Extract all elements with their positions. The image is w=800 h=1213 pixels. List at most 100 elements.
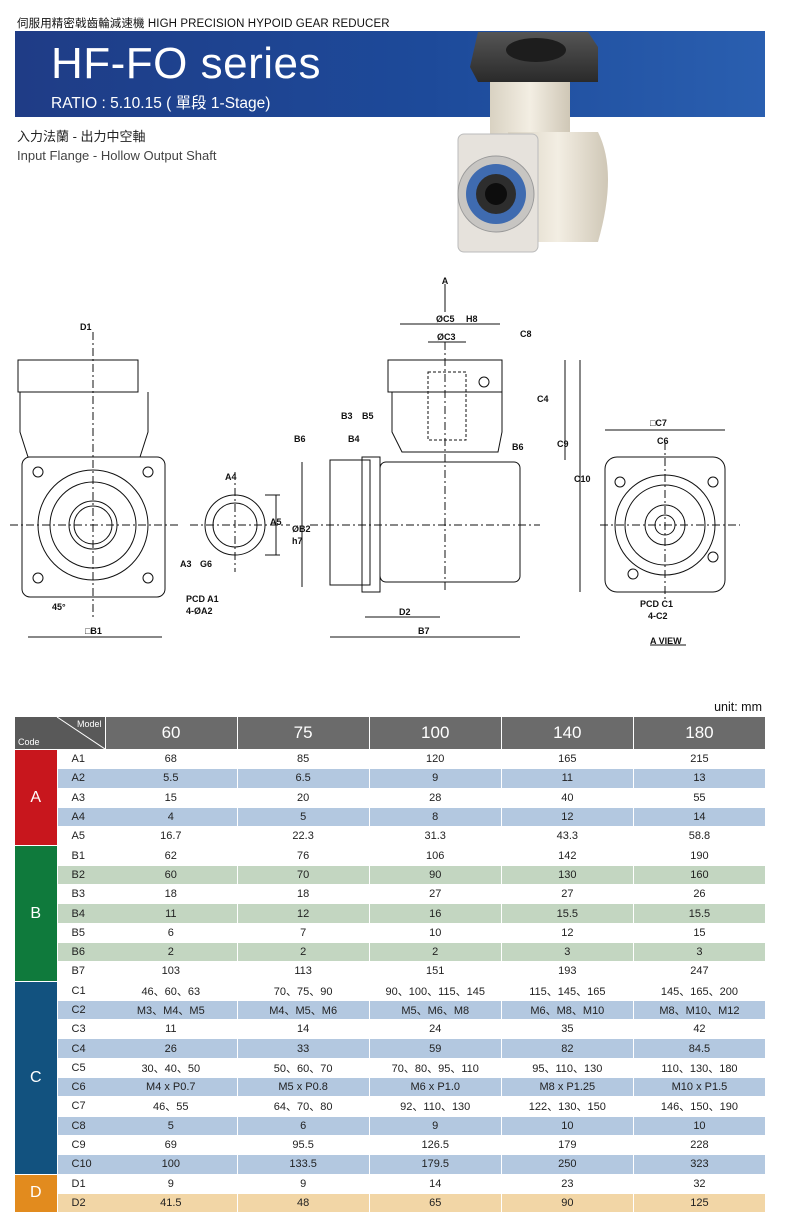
- table-cell: 11: [105, 903, 238, 924]
- table-cell: 18: [237, 884, 370, 905]
- table-cell: 26: [633, 884, 767, 905]
- table-cell: M10 x P1.5: [633, 1077, 767, 1098]
- group-label: D: [15, 1174, 58, 1213]
- table-cell: 90、100、115、145: [369, 981, 502, 1001]
- series-title: HF-FO series: [51, 39, 321, 88]
- table-cell: 46、55: [105, 1096, 238, 1117]
- table-cell: 55: [633, 788, 767, 808]
- table-header-row: Model Code 60 75 100 140 180: [15, 717, 767, 750]
- dim-a4: A4: [225, 472, 237, 482]
- table-cell: 10: [369, 923, 502, 943]
- table-cell: 5: [105, 1116, 238, 1136]
- table-cell: 247: [633, 961, 767, 982]
- row-code: B1: [57, 845, 105, 866]
- table-cell: 32: [633, 1174, 767, 1194]
- table-cell: 160: [633, 865, 767, 886]
- row-code: D1: [57, 1174, 105, 1194]
- table-cell: M6、M8、M10: [501, 1000, 634, 1021]
- row-code: C5: [57, 1058, 105, 1079]
- table-cell: 27: [501, 884, 634, 905]
- row-code: A1: [57, 749, 105, 770]
- dim-b2: ØB2: [292, 524, 311, 534]
- table-cell: M8、M10、M12: [633, 1000, 767, 1021]
- table-cell: 76: [237, 845, 370, 866]
- dim-a3: A3: [180, 559, 192, 569]
- table-cell: 133.5: [237, 1154, 370, 1175]
- row-code: C1: [57, 981, 105, 1001]
- dim-d1: D1: [80, 322, 92, 332]
- dim-pcd-c1: PCD C1: [640, 599, 673, 609]
- table-cell: 50、60、70: [237, 1058, 370, 1079]
- table-cell: 165: [501, 749, 634, 770]
- table-cell: 6.5: [237, 768, 370, 789]
- table-cell: 12: [501, 807, 634, 828]
- dim-pcd-a1: PCD A1: [186, 594, 219, 604]
- table-cell: 11: [105, 1019, 238, 1040]
- table-cell: 142: [501, 845, 634, 866]
- table-cell: 16: [369, 903, 502, 924]
- dim-b7: B7: [418, 626, 430, 636]
- table-cell: 65: [369, 1193, 502, 1213]
- table-cell: 28: [369, 788, 502, 808]
- dim-d2: D2: [399, 607, 411, 617]
- group-label: A: [15, 749, 58, 847]
- group-label: C: [15, 981, 58, 1175]
- table-cell: 190: [633, 845, 767, 866]
- table-cell: M5 x P0.8: [237, 1077, 370, 1098]
- table-cell: 179: [501, 1135, 634, 1156]
- row-code: C4: [57, 1038, 105, 1059]
- row-code: A5: [57, 826, 105, 847]
- top-title: 伺服用精密戟齒輪減速機 HIGH PRECISION HYPOID GEAR R…: [17, 18, 390, 30]
- corner-diagonal: [56, 717, 105, 749]
- dim-angle: 45°: [52, 602, 66, 612]
- table-cell: 4: [105, 807, 238, 828]
- dim-c5: ØC5: [436, 314, 455, 324]
- table-cell: 113: [237, 961, 370, 982]
- table-cell: 6: [105, 923, 238, 943]
- table-cell: 100: [105, 1154, 238, 1175]
- unit-label: unit: mm: [714, 700, 762, 714]
- table-cell: M5、M6、M8: [369, 1000, 502, 1021]
- table-cell: 103: [105, 961, 238, 982]
- table-cell: 95、110、130: [501, 1058, 634, 1079]
- gear-reducer-image: [457, 32, 608, 253]
- table-cell: 40: [501, 788, 634, 808]
- table-cell: 70、75、90: [237, 981, 370, 1001]
- table-cell: 85: [237, 749, 370, 770]
- table-cell: 12: [237, 903, 370, 924]
- model-header: 140: [501, 717, 634, 750]
- model-header: 60: [105, 717, 238, 750]
- table-cell: 193: [501, 961, 634, 982]
- table-cell: 145、165、200: [633, 981, 767, 1001]
- table-cell: 60: [105, 865, 238, 886]
- subtitle-en: Input Flange - Hollow Output Shaft: [17, 148, 217, 163]
- row-code: B6: [57, 942, 105, 963]
- row-code: B7: [57, 961, 105, 982]
- table-cell: 14: [369, 1174, 502, 1194]
- dim-b4: B4: [348, 434, 360, 444]
- table-cell: 92、110、130: [369, 1096, 502, 1117]
- table-cell: 20: [237, 788, 370, 808]
- row-code: C2: [57, 1000, 105, 1021]
- table-cell: 3: [633, 942, 767, 963]
- table-cell: 250: [501, 1154, 634, 1175]
- table-cell: 15.5: [633, 903, 767, 924]
- row-code: B2: [57, 865, 105, 886]
- table-cell: 23: [501, 1174, 634, 1194]
- table-cell: 120: [369, 749, 502, 770]
- dim-c9: C9: [557, 439, 569, 449]
- table-cell: 10: [633, 1116, 767, 1136]
- table-cell: M8 x P1.25: [501, 1077, 634, 1098]
